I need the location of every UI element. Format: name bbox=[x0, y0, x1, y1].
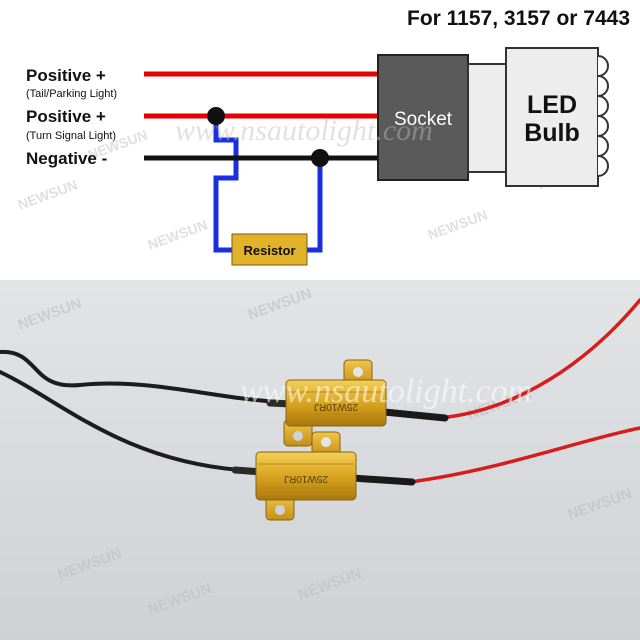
led-bulb-label-line1: LED bbox=[527, 91, 577, 119]
resistor-upper-tab-hole bbox=[293, 431, 303, 441]
diagram-title: For 1157, 3157 or 7443 bbox=[407, 7, 630, 30]
junction-dot-negative bbox=[311, 149, 329, 167]
positive-tail-label: Positive + bbox=[26, 66, 106, 85]
red-wire-lower bbox=[408, 426, 640, 484]
red-wires bbox=[408, 298, 640, 484]
led-bulb-box bbox=[505, 47, 599, 187]
resistor-wire-left bbox=[213, 117, 239, 253]
wiring-diagram: NEWSUN NEWSUN NEWSUN NEWSUN NEWSUN For 1… bbox=[0, 0, 640, 280]
resistor-photo: NEWSUN NEWSUN NEWSUN NEWSUN NEWSUN NEWSU… bbox=[0, 280, 640, 640]
resistor-lower-heatshrink bbox=[348, 474, 416, 486]
positive-turn-label: Positive + bbox=[26, 107, 106, 126]
negative-label: Negative - bbox=[26, 149, 107, 168]
bulb-bumps bbox=[597, 55, 609, 177]
watermark-site: www.nsautolight.com bbox=[175, 114, 433, 147]
resistor-upper-marking: 25W10RJ bbox=[314, 401, 358, 412]
black-wire-upper bbox=[0, 349, 282, 404]
led-bulb-label-line2: Bulb bbox=[524, 119, 580, 147]
red-wire-upper bbox=[438, 298, 640, 420]
resistor-box bbox=[231, 233, 308, 266]
watermark-site: www.nsautolight.com bbox=[240, 373, 532, 410]
positive-tail-sublabel: (Tail/Parking Light) bbox=[26, 88, 117, 100]
socket-label: Socket bbox=[394, 109, 453, 130]
resistor-lower: 25W10RJ bbox=[231, 431, 416, 521]
black-wires bbox=[0, 349, 282, 472]
resistor-wire-right bbox=[306, 158, 323, 253]
resistor-label: Resistor bbox=[243, 243, 295, 258]
resistor-lower-tab-hole bbox=[321, 437, 331, 447]
junction-dot-positive bbox=[207, 107, 225, 125]
resistor-lower-tab-hole bbox=[275, 505, 285, 515]
positive-turn-sublabel: (Turn Signal Light) bbox=[26, 130, 116, 142]
resistor-wires bbox=[213, 117, 323, 253]
socket-connector bbox=[467, 63, 507, 173]
resistor-upper-heatshrink bbox=[380, 408, 449, 422]
resistor-lower-marking: 25W10RJ bbox=[284, 473, 328, 484]
resistor-upper: 25W10RJ bbox=[266, 359, 449, 447]
black-wire-lower bbox=[0, 370, 242, 472]
resistor-upper-tab-hole bbox=[353, 367, 363, 377]
